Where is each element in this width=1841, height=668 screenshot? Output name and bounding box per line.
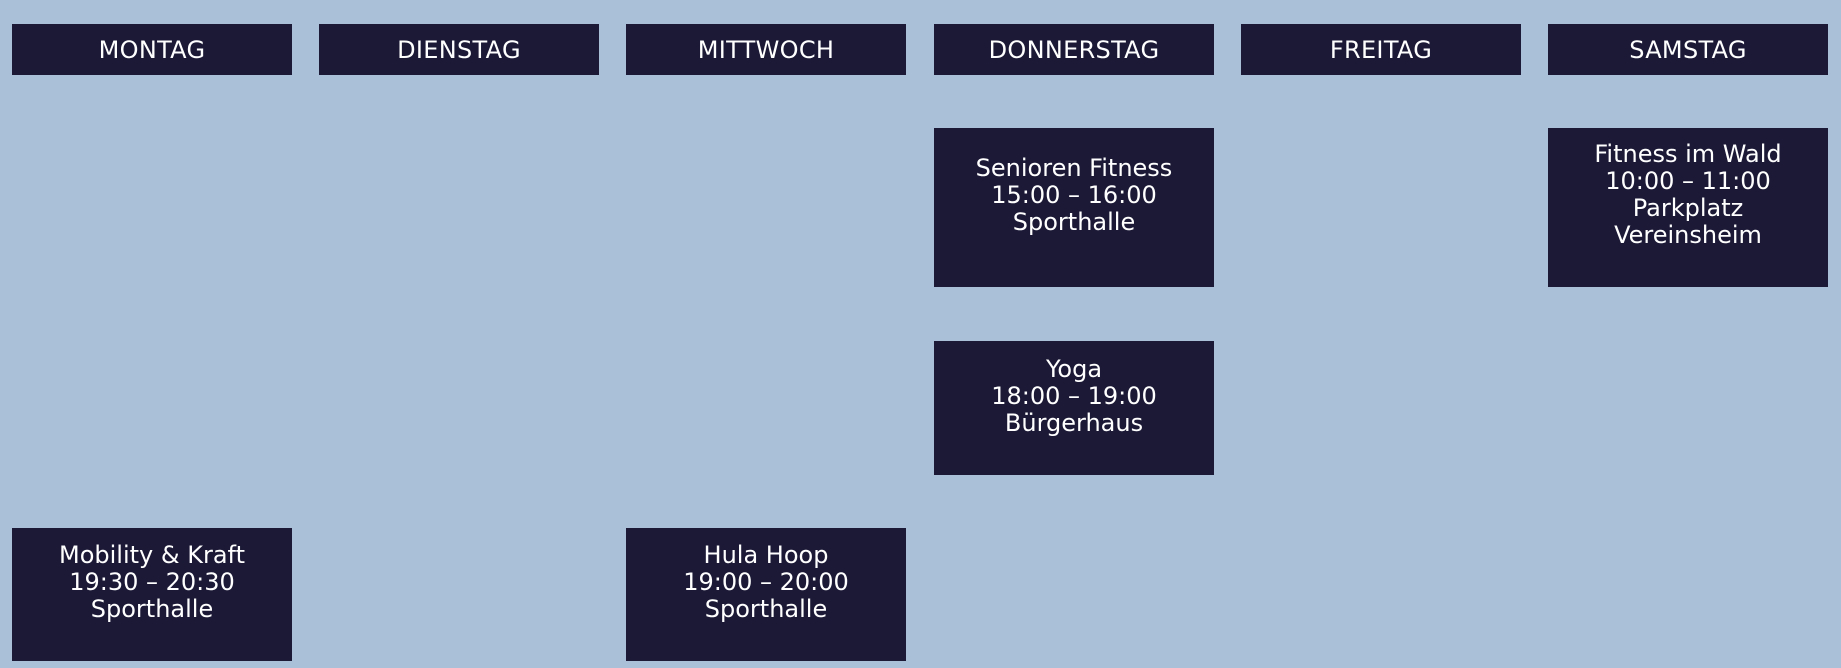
event-title: Mobility & Kraft [59, 541, 245, 569]
event-time: 15:00 – 16:00 [991, 181, 1157, 209]
day-header-mittwoch: MITTWOCH [626, 24, 906, 75]
event-location: Sporthalle [1012, 208, 1136, 236]
event-fitness-im-wald[interactable]: Fitness im Wald 10:00 – 11:00 Parkplatz … [1548, 128, 1828, 287]
event-time: 19:00 – 20:00 [683, 568, 849, 596]
event-title: Hula Hoop [703, 541, 829, 569]
day-header-montag: MONTAG [12, 24, 292, 75]
event-time: 10:00 – 11:00 [1605, 167, 1771, 195]
event-hula-hoop[interactable]: Hula Hoop 19:00 – 20:00 Sporthalle [626, 528, 906, 661]
event-title: Senioren Fitness [975, 154, 1173, 182]
event-yoga[interactable]: Yoga 18:00 – 19:00 Bürgerhaus [934, 341, 1214, 475]
day-header-samstag: SAMSTAG [1548, 24, 1828, 75]
event-mobility-kraft[interactable]: Mobility & Kraft 19:30 – 20:30 Sporthall… [12, 528, 292, 661]
event-senioren-fitness[interactable]: Senioren Fitness 15:00 – 16:00 Sporthall… [934, 128, 1214, 287]
day-header-dienstag: DIENSTAG [319, 24, 599, 75]
day-header-freitag: FREITAG [1241, 24, 1521, 75]
event-time: 18:00 – 19:00 [991, 382, 1157, 410]
event-time: 19:30 – 20:30 [69, 568, 235, 596]
event-location: Sporthalle [704, 595, 828, 623]
event-location: Sporthalle [90, 595, 214, 623]
event-title: Fitness im Wald [1594, 140, 1782, 168]
event-location-line2: Vereinsheim [1614, 221, 1762, 249]
day-header-donnerstag: DONNERSTAG [934, 24, 1214, 75]
event-title: Yoga [1045, 355, 1103, 383]
event-location-line1: Parkplatz [1632, 194, 1744, 222]
event-location: Bürgerhaus [1004, 409, 1144, 437]
